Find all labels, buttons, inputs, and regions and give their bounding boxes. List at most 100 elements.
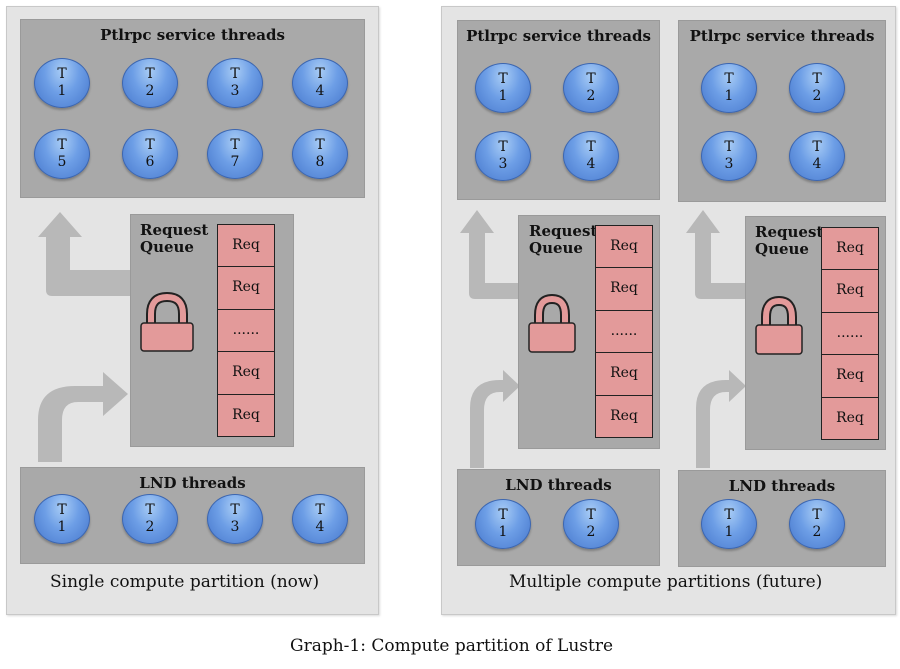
request-queue-title-line2: Queue bbox=[755, 240, 809, 258]
thread-label: T bbox=[724, 71, 734, 87]
lnd-threads-title: LND threads bbox=[728, 477, 836, 495]
request-item: Req bbox=[217, 351, 275, 395]
request-item: Req bbox=[821, 354, 879, 398]
service-threads-title: Ptlrpc service threads bbox=[689, 27, 875, 45]
thread-number: 5 bbox=[57, 154, 67, 170]
request-item: Req bbox=[595, 352, 653, 396]
request-queue-title-line2: Queue bbox=[529, 239, 583, 257]
thread-label: T bbox=[586, 71, 596, 87]
request-queue-title-line1: Request bbox=[140, 221, 209, 239]
thread-number: 2 bbox=[145, 519, 155, 535]
thread-label: T bbox=[230, 137, 240, 153]
thread-label: T bbox=[724, 139, 734, 155]
request-item: Req bbox=[595, 267, 653, 311]
thread-number: 3 bbox=[230, 83, 240, 99]
request-item: Req bbox=[821, 396, 879, 440]
thread-label: T bbox=[315, 502, 325, 518]
thread-number: 3 bbox=[724, 156, 734, 172]
thread-label: T bbox=[230, 66, 240, 82]
thread-number: 2 bbox=[145, 83, 155, 99]
request-item: Req bbox=[217, 266, 275, 310]
thread-label: T bbox=[145, 66, 155, 82]
request-item: Req bbox=[217, 393, 275, 437]
dispatch-arrow bbox=[686, 210, 745, 299]
thread-label: T bbox=[724, 507, 734, 523]
thread-number: 1 bbox=[724, 524, 734, 540]
thread-number: 8 bbox=[315, 154, 325, 170]
thread-label: T bbox=[586, 507, 596, 523]
thread-label: T bbox=[145, 502, 155, 518]
thread-number: 4 bbox=[586, 156, 596, 172]
thread-number: 3 bbox=[230, 519, 240, 535]
request-item: Req bbox=[821, 269, 879, 313]
thread-label: T bbox=[57, 137, 67, 153]
request-queue-title-line1: Request bbox=[755, 223, 824, 241]
thread-label: T bbox=[812, 139, 822, 155]
thread-label: T bbox=[315, 66, 325, 82]
lnd-threads-title: LND threads bbox=[505, 476, 612, 494]
service-threads-title: Ptlrpc service threads bbox=[466, 27, 651, 45]
figure-caption: Graph-1: Compute partition of Lustre bbox=[290, 636, 614, 656]
incoming-arrow bbox=[696, 370, 746, 468]
thread-number: 1 bbox=[724, 88, 734, 104]
thread-number: 7 bbox=[230, 154, 240, 170]
thread-label: T bbox=[812, 71, 822, 87]
thread-number: 2 bbox=[812, 88, 822, 104]
left-panel-caption: Single compute partition (now) bbox=[50, 572, 320, 592]
thread-label: T bbox=[145, 137, 155, 153]
thread-number: 2 bbox=[586, 524, 596, 540]
request-queue-title: Request Queue bbox=[755, 224, 823, 258]
thread-label: T bbox=[230, 502, 240, 518]
thread-number: 4 bbox=[812, 156, 822, 172]
incoming-arrow bbox=[38, 372, 128, 462]
request-item: Req bbox=[595, 394, 653, 438]
thread-label: T bbox=[498, 139, 508, 155]
thread-label: T bbox=[498, 507, 508, 523]
thread-label: T bbox=[57, 502, 67, 518]
thread-number: 2 bbox=[812, 524, 822, 540]
right-panel-caption: Multiple compute partitions (future) bbox=[509, 572, 823, 592]
service-threads-title: Ptlrpc service threads bbox=[100, 26, 285, 44]
thread-number: 1 bbox=[498, 524, 508, 540]
thread-number: 4 bbox=[315, 83, 325, 99]
incoming-arrow bbox=[470, 370, 520, 468]
thread-number: 2 bbox=[586, 88, 596, 104]
request-queue-title: Request Queue bbox=[140, 222, 208, 256]
thread-number: 1 bbox=[498, 88, 508, 104]
thread-label: T bbox=[812, 507, 822, 523]
thread-number: 3 bbox=[498, 156, 508, 172]
thread-number: 1 bbox=[57, 519, 67, 535]
thread-label: T bbox=[315, 137, 325, 153]
lock-icon bbox=[755, 295, 803, 355]
request-item: Req bbox=[217, 224, 275, 268]
thread-label: T bbox=[498, 71, 508, 87]
lock-icon bbox=[528, 293, 576, 353]
dispatch-arrow bbox=[38, 212, 130, 296]
thread-number: 1 bbox=[57, 83, 67, 99]
